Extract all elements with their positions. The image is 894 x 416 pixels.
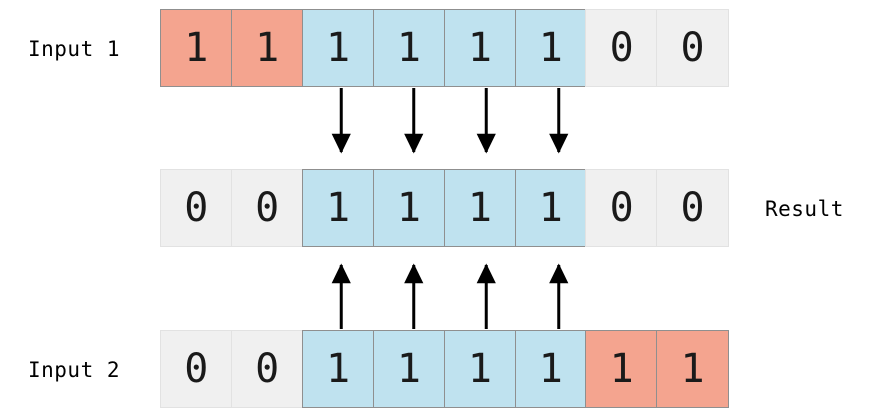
- label-input1: Input 1: [28, 37, 121, 61]
- cell-input2-1: 0: [160, 330, 233, 408]
- cell-input2-4: 1: [372, 330, 446, 408]
- cell-result-8: 0: [656, 169, 729, 247]
- cell-input2-7: 1: [585, 330, 658, 408]
- arrows-up-group: [331, 263, 569, 329]
- row-input2: 0 0 1 1 1 1 1 1: [160, 330, 729, 408]
- cell-input1-6: 1: [514, 9, 588, 87]
- cell-input1-1: 1: [160, 9, 233, 87]
- row-result: 0 0 1 1 1 1 0 0: [160, 169, 729, 247]
- cell-input1-2: 1: [230, 9, 304, 87]
- cell-result-6: 1: [514, 169, 588, 247]
- cell-result-5: 1: [443, 169, 517, 247]
- cell-input1-3: 1: [301, 9, 375, 87]
- cell-result-3: 1: [301, 169, 375, 247]
- cell-input1-8: 0: [656, 9, 729, 87]
- cell-result-2: 0: [230, 169, 304, 247]
- cell-input2-8: 1: [656, 330, 729, 408]
- cell-input2-6: 1: [514, 330, 588, 408]
- arrows-down-group: [331, 88, 569, 154]
- cell-input2-3: 1: [301, 330, 375, 408]
- cell-result-1: 0: [160, 169, 233, 247]
- cell-input1-7: 0: [585, 9, 658, 87]
- cell-input2-5: 1: [443, 330, 517, 408]
- label-result: Result: [765, 197, 844, 221]
- cell-input2-2: 0: [230, 330, 304, 408]
- cell-input1-5: 1: [443, 9, 517, 87]
- row-input1: 1 1 1 1 1 1 0 0: [160, 9, 729, 87]
- cell-result-7: 0: [585, 169, 658, 247]
- cell-result-4: 1: [372, 169, 446, 247]
- cell-input1-4: 1: [372, 9, 446, 87]
- label-input2: Input 2: [28, 358, 121, 382]
